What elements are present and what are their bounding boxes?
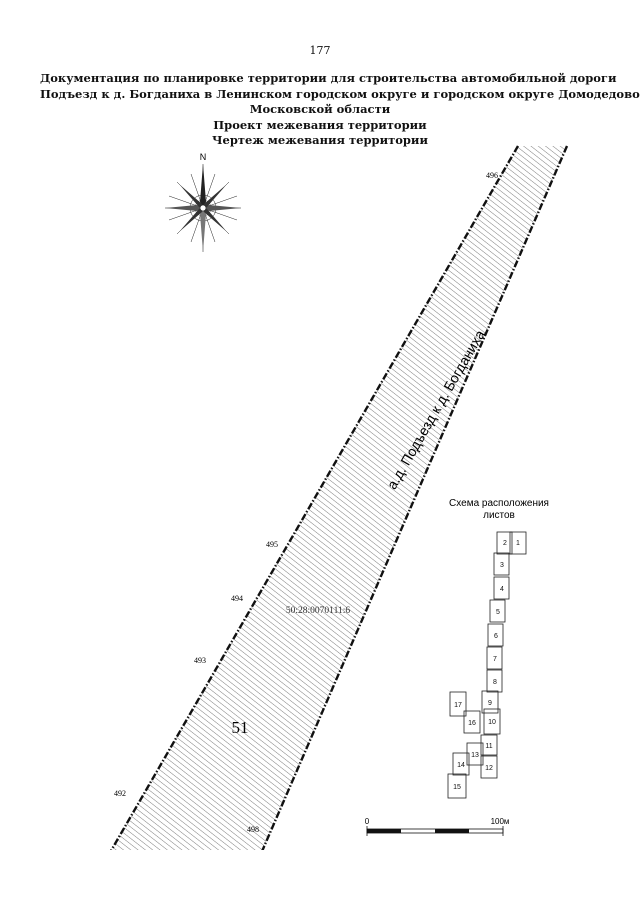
point-label-493: 493: [194, 656, 206, 665]
sheet-6: 6: [487, 623, 504, 647]
sheet-16: 16: [463, 710, 481, 734]
svg-text:11: 11: [485, 743, 492, 750]
road-parcel: [111, 146, 567, 850]
svg-text:15: 15: [453, 784, 461, 791]
compass-rose-icon: [165, 164, 241, 252]
svg-text:3: 3: [500, 562, 504, 569]
road-boundary-left: [110, 145, 520, 850]
road-boundary-right: [261, 145, 569, 850]
point-label-494: 494: [231, 594, 243, 603]
sheet-12: 12: [480, 755, 498, 779]
svg-text:5: 5: [496, 609, 500, 616]
sheet-14: 14: [452, 752, 470, 776]
svg-text:4: 4: [500, 586, 504, 593]
sheet-scheme: 1 2 3 4 5 6 7 8 9 10 11 12 13 14 15 16 1…: [447, 531, 527, 799]
point-label-496: 496: [486, 171, 498, 180]
title-line-2: Подъезд к д. Богданиха в Ленинском город…: [40, 86, 640, 101]
scale-bar: 0 100м: [365, 817, 510, 836]
svg-text:2: 2: [503, 540, 507, 547]
sheet-3: 3: [493, 552, 510, 576]
sheet-15: 15: [447, 773, 467, 799]
svg-text:16: 16: [468, 720, 476, 727]
point-label-498: 498: [247, 825, 259, 834]
svg-text:12: 12: [485, 765, 493, 772]
document-title: Документация по планировке территории дл…: [40, 71, 640, 149]
svg-text:13: 13: [471, 752, 479, 759]
sheet-4: 4: [493, 576, 510, 600]
svg-text:10: 10: [488, 719, 496, 726]
svg-text:9: 9: [488, 700, 492, 707]
sheet-1: 1: [509, 531, 527, 555]
svg-text:8: 8: [493, 679, 497, 686]
sheet-8: 8: [486, 669, 503, 693]
area-number: 51: [232, 718, 249, 737]
cadastral-number: 50:28:0070111:6: [286, 606, 350, 616]
sheet-scheme-title-1: Схема расположения: [449, 498, 549, 509]
title-line-5: Чертеж межевания территории: [212, 133, 428, 147]
north-label: N: [200, 152, 207, 162]
sheet-scheme-title-2: листов: [483, 510, 515, 521]
svg-text:14: 14: [457, 762, 465, 769]
svg-text:7: 7: [493, 656, 497, 663]
sheet-13: 13: [466, 742, 484, 766]
scale-end-label: 100м: [491, 817, 510, 826]
sheet-9: 9: [481, 690, 499, 714]
sheet-11: 11: [480, 734, 498, 756]
point-label-495: 495: [266, 540, 278, 549]
sheet-5: 5: [489, 599, 506, 623]
title-line-1: Документация по планировке территории дл…: [40, 71, 617, 85]
svg-text:17: 17: [454, 702, 462, 709]
sheet-2: 2: [496, 531, 513, 555]
point-label-492: 492: [114, 789, 126, 798]
sheet-10: 10: [483, 708, 501, 735]
page-number: 177: [309, 44, 331, 57]
title-line-4: Проект межевания территории: [213, 117, 427, 132]
svg-text:6: 6: [494, 633, 498, 640]
sheet-17: 17: [449, 691, 467, 717]
svg-text:1: 1: [516, 540, 520, 547]
scale-start-label: 0: [365, 817, 370, 826]
sheet-7: 7: [486, 646, 503, 670]
title-line-3: Московской области: [249, 102, 391, 116]
